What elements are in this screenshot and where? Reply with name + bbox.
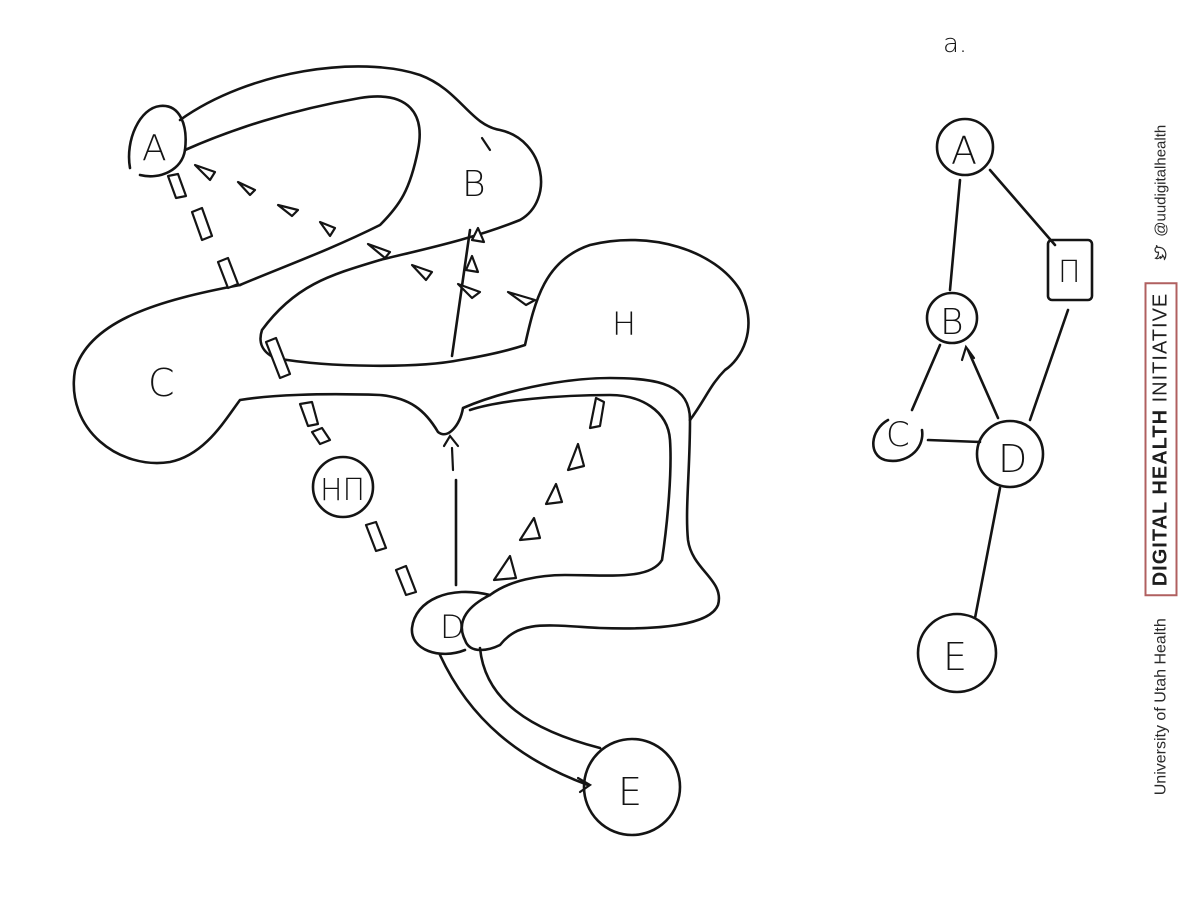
bird-icon [1154, 245, 1166, 261]
dash-dh-5 [588, 396, 606, 430]
handle-text: @uudigitalhealth [1152, 124, 1170, 237]
university-name: University of Utah Health [1152, 618, 1169, 796]
node-d-label: D [440, 608, 465, 646]
dash-dh-3 [544, 482, 564, 506]
rnode-a-label: A [951, 129, 977, 173]
rnode-d-circle [975, 419, 1045, 489]
initiative-badge: DIGITAL HEALTH INITIATIVE [1144, 282, 1178, 597]
left-graph: A B C H HΠ D E [72, 65, 750, 837]
panel-label: a. [943, 29, 967, 59]
dash-ah-6 [410, 263, 434, 282]
rnode-d-label: D [998, 437, 1027, 481]
dash-dh-1 [492, 554, 518, 582]
blob-upper-inner [183, 95, 421, 287]
edge-ra-rb [948, 178, 962, 292]
dash-bh-2 [464, 254, 480, 274]
initiative-bold: DIGITAL HEALTH [1149, 408, 1172, 587]
blob-upper [178, 65, 750, 422]
dash-ah-2 [236, 180, 257, 197]
node-c-label: C [148, 361, 175, 405]
edge-rd-re [973, 486, 1002, 620]
edge-d-e-outer [438, 653, 590, 787]
dash-cd-3 [310, 426, 332, 446]
dash-cd-1 [264, 336, 292, 380]
arrowhead-e [576, 776, 593, 794]
dash-d-up [450, 446, 455, 472]
initiative-light: INITIATIVE [1149, 292, 1172, 403]
dashed-edge-a-h [193, 163, 537, 307]
dash-dh-2 [518, 516, 542, 542]
node-a-circle [127, 104, 187, 178]
dash-ac-2 [190, 206, 214, 242]
dash-ac-1 [166, 172, 188, 200]
edge-rc-rd [926, 438, 982, 444]
rnode-e-circle [916, 612, 998, 694]
rnode-c-circle [872, 418, 924, 463]
edge-b-down [450, 228, 472, 358]
branding-strip: University of Utah Health DIGITAL HEALTH… [1144, 125, 1178, 796]
dash-ah-8 [506, 290, 537, 307]
node-a-label: A [142, 128, 167, 169]
rnode-c-label: C [886, 415, 910, 455]
b-tick [480, 136, 492, 152]
dash-bh-1 [470, 226, 486, 244]
dash-cd-5 [394, 564, 418, 597]
dashed-edge-c-d [264, 336, 418, 597]
edge-rm-rd [1028, 308, 1070, 422]
social-handle[interactable]: @uudigitalhealth [1153, 125, 1170, 261]
arrow-d-up [442, 434, 460, 448]
dash-cd-4 [364, 520, 388, 553]
right-graph: A Π B C D E [872, 117, 1094, 694]
arrow-rb [960, 344, 976, 362]
blob-lower [460, 393, 721, 652]
edge-ra-rm [988, 168, 1057, 247]
rnode-e-label: E [943, 635, 967, 679]
dash-ac-3 [216, 256, 240, 290]
node-h-label: H [612, 305, 636, 343]
rnode-m-box [1046, 238, 1094, 302]
node-d-circle [410, 590, 492, 656]
rnode-b-label: B [940, 302, 964, 343]
dashed-edge-b-h [464, 226, 486, 274]
dash-ah-3 [276, 203, 300, 218]
node-e-circle [582, 737, 682, 837]
blob-c-lobe [72, 283, 692, 465]
dash-cd-2 [298, 400, 320, 428]
dash-ah-5 [366, 242, 392, 260]
node-e-label: E [618, 770, 642, 814]
node-hm-label: HΠ [320, 473, 365, 508]
dashed-edge-a-c [166, 172, 240, 290]
rnode-a-circle [935, 117, 995, 177]
dash-ah-1 [193, 163, 217, 182]
edge-rb-rd [966, 348, 1000, 420]
rnode-b-circle [925, 291, 979, 345]
dashed-edge-d-h [492, 396, 606, 582]
node-b-label: B [462, 164, 486, 205]
dash-ah-7 [456, 282, 482, 300]
edge-rb-rc [910, 343, 942, 412]
dash-dh-4 [566, 442, 586, 472]
node-hm-circle [311, 455, 375, 519]
dash-ah-4 [318, 220, 337, 238]
edge-d-e-inner [478, 646, 602, 750]
rnode-m-label: Π [1058, 255, 1081, 290]
